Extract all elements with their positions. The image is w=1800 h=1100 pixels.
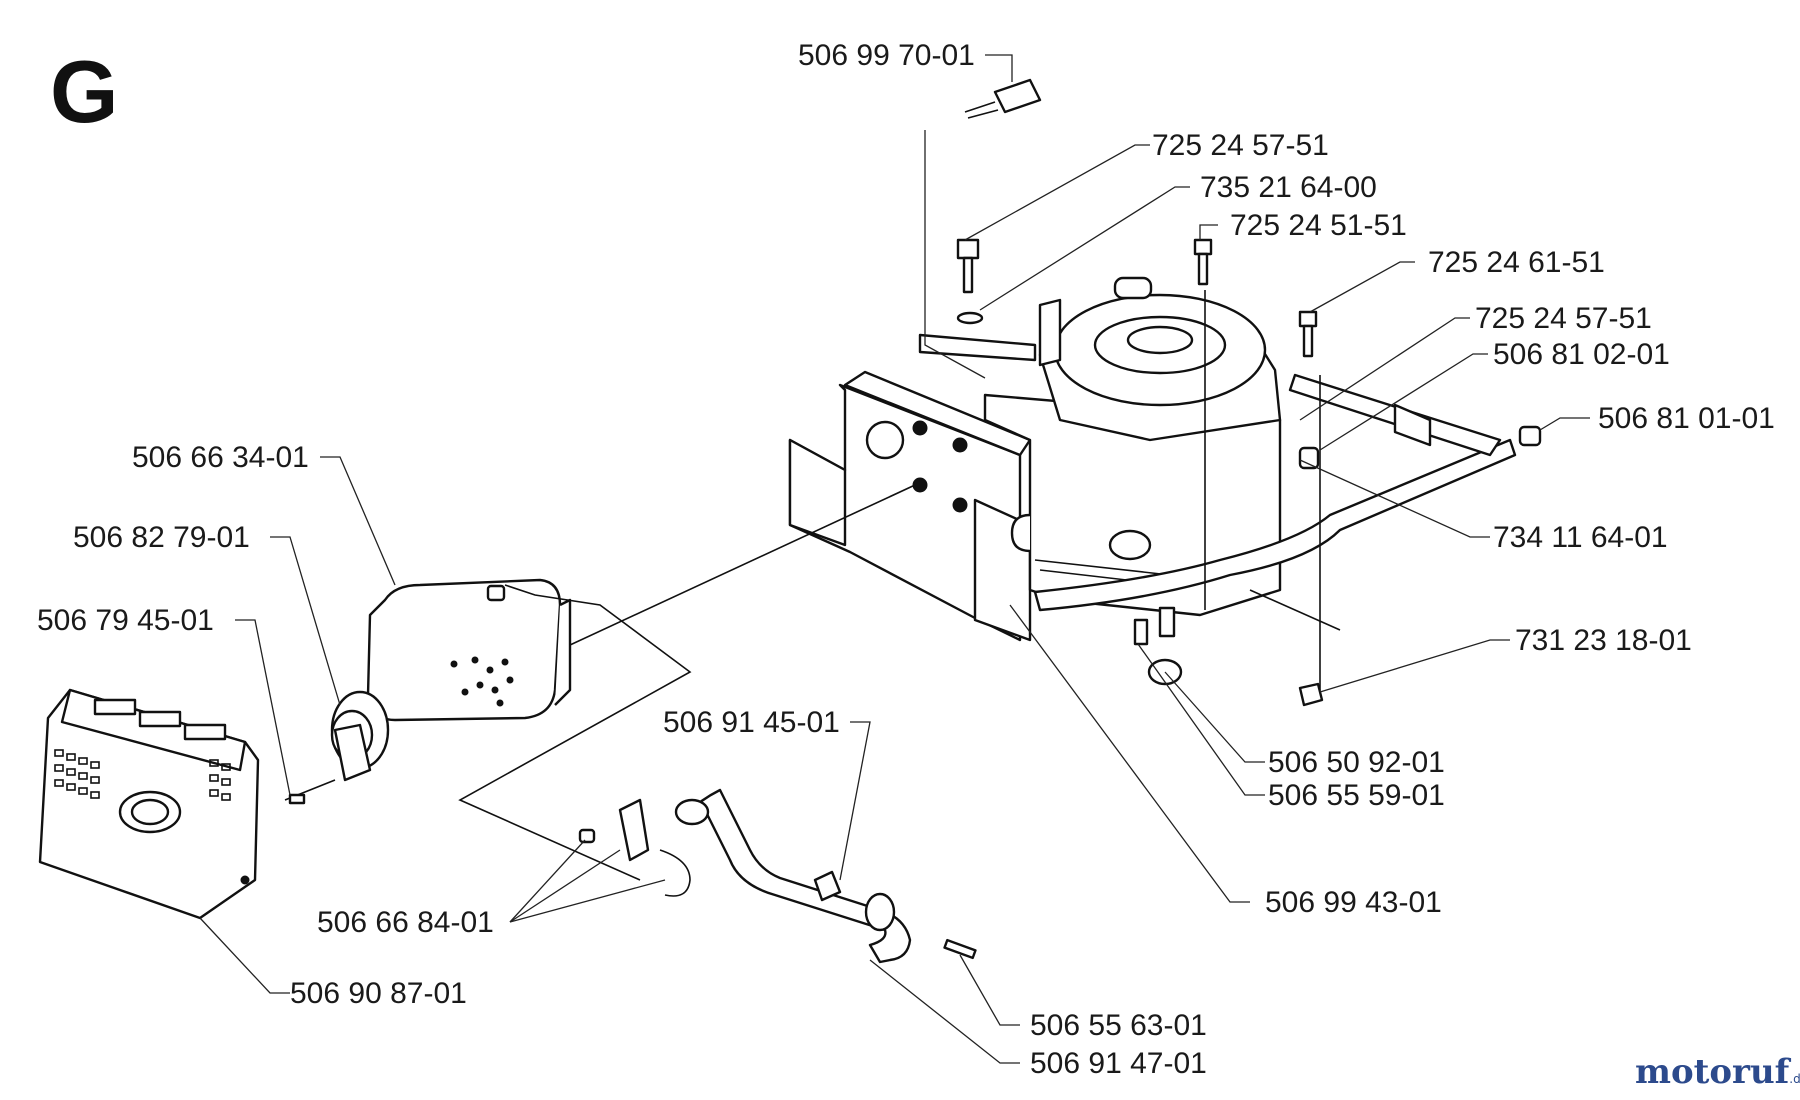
watermark-brand: motoruf <box>1635 1052 1792 1092</box>
part-label: 506 81 01-01 <box>1598 402 1775 435</box>
part-label: 725 24 61-51 <box>1428 246 1605 279</box>
engine-frame-drawing <box>788 78 1542 707</box>
spark-arrester-drawing <box>284 690 390 805</box>
muffler-guard-drawing <box>38 688 260 920</box>
part-label: 506 99 70-01 <box>798 39 975 72</box>
part-label: 506 99 43-01 <box>1265 886 1442 919</box>
part-label: 734 11 64-01 <box>1493 521 1668 554</box>
part-label: 506 66 34-01 <box>132 441 309 474</box>
part-label: 731 23 18-01 <box>1515 624 1692 657</box>
part-label: 506 81 02-01 <box>1493 338 1670 371</box>
section-letter: G <box>50 42 118 141</box>
part-label: 735 21 64-00 <box>1200 171 1377 204</box>
part-label: 506 90 87-01 <box>290 977 467 1010</box>
part-label: 725 24 57-51 <box>1475 302 1652 335</box>
svg-text:motoruf.de: motoruf.de <box>1635 1052 1800 1092</box>
muffler-drawing <box>366 484 916 881</box>
part-label: 506 55 59-01 <box>1268 779 1445 812</box>
part-label: 506 91 47-01 <box>1030 1047 1207 1080</box>
leader-lines <box>199 54 1590 1064</box>
part-label: 506 91 45-01 <box>663 706 840 739</box>
part-labels: 506 99 70-01 725 24 57-51 735 21 64-00 7… <box>37 39 1775 1080</box>
part-label: 725 24 51-51 <box>1230 209 1407 242</box>
watermark-suffix: .de <box>1789 1072 1800 1086</box>
exhaust-pipe-drawing <box>578 788 977 964</box>
part-label: 506 79 45-01 <box>37 604 214 637</box>
part-label: 506 50 92-01 <box>1268 746 1445 779</box>
part-label: 506 66 84-01 <box>317 906 494 939</box>
watermark-logo: motoruf.de <box>1635 1052 1800 1092</box>
part-label: 506 55 63-01 <box>1030 1009 1207 1042</box>
part-label: 725 24 57-51 <box>1152 129 1329 162</box>
part-label: 506 82 79-01 <box>73 521 250 554</box>
